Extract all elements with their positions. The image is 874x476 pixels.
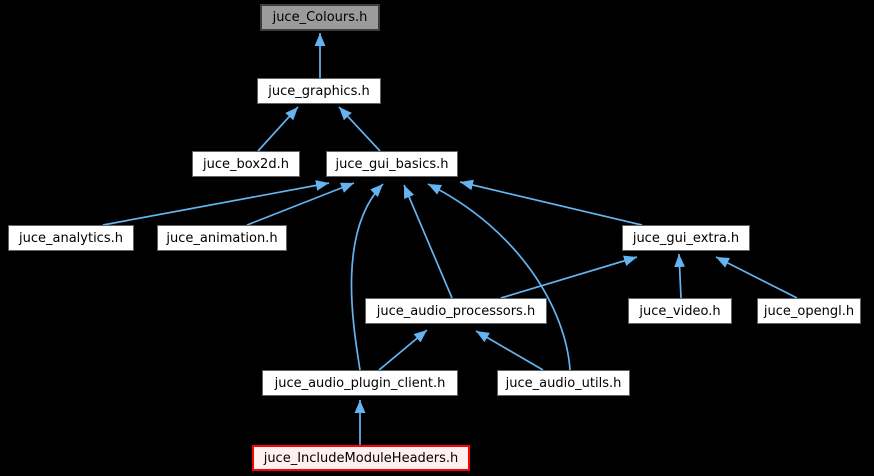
node-gui_basics[interactable]: juce_gui_basics.h — [326, 151, 458, 177]
node-graphics[interactable]: juce_graphics.h — [257, 78, 381, 104]
edge-audio_processors-to-gui_basics — [403, 184, 453, 299]
node-colours[interactable]: juce_Colours.h — [260, 4, 380, 31]
edge-gui_basics-to-graphics — [338, 106, 381, 152]
edge-audio_processors-to-gui_extra — [500, 255, 638, 299]
edge-plugin_client-to-audio_processors — [378, 329, 428, 371]
edge-audio_utils-to-audio_processors — [475, 330, 544, 371]
node-gui_extra[interactable]: juce_gui_extra.h — [622, 225, 750, 251]
edge-opengl-to-gui_extra — [715, 256, 798, 299]
node-box2d[interactable]: juce_box2d.h — [192, 151, 300, 177]
node-plugin_client[interactable]: juce_audio_plugin_client.h — [262, 370, 458, 396]
edge-plugin_client-to-gui_basics — [350, 183, 384, 371]
node-include_module_headers[interactable]: juce_IncludeModuleHeaders.h — [252, 445, 470, 471]
node-audio_processors[interactable]: juce_audio_processors.h — [365, 298, 547, 324]
node-audio_utils[interactable]: juce_audio_utils.h — [497, 370, 630, 396]
node-video[interactable]: juce_video.h — [628, 298, 732, 324]
node-opengl[interactable]: juce_opengl.h — [757, 298, 861, 324]
edge-audio_utils-to-gui_basics — [427, 183, 571, 371]
edge-gui_extra-to-gui_basics — [459, 179, 643, 226]
edge-animation-to-gui_basics — [246, 182, 355, 226]
node-animation[interactable]: juce_animation.h — [157, 225, 287, 251]
edge-box2d-to-graphics — [257, 106, 299, 152]
edge-video-to-gui_extra — [674, 253, 686, 299]
node-analytics[interactable]: juce_analytics.h — [8, 225, 134, 251]
edge-analytics-to-gui_basics — [102, 180, 330, 226]
